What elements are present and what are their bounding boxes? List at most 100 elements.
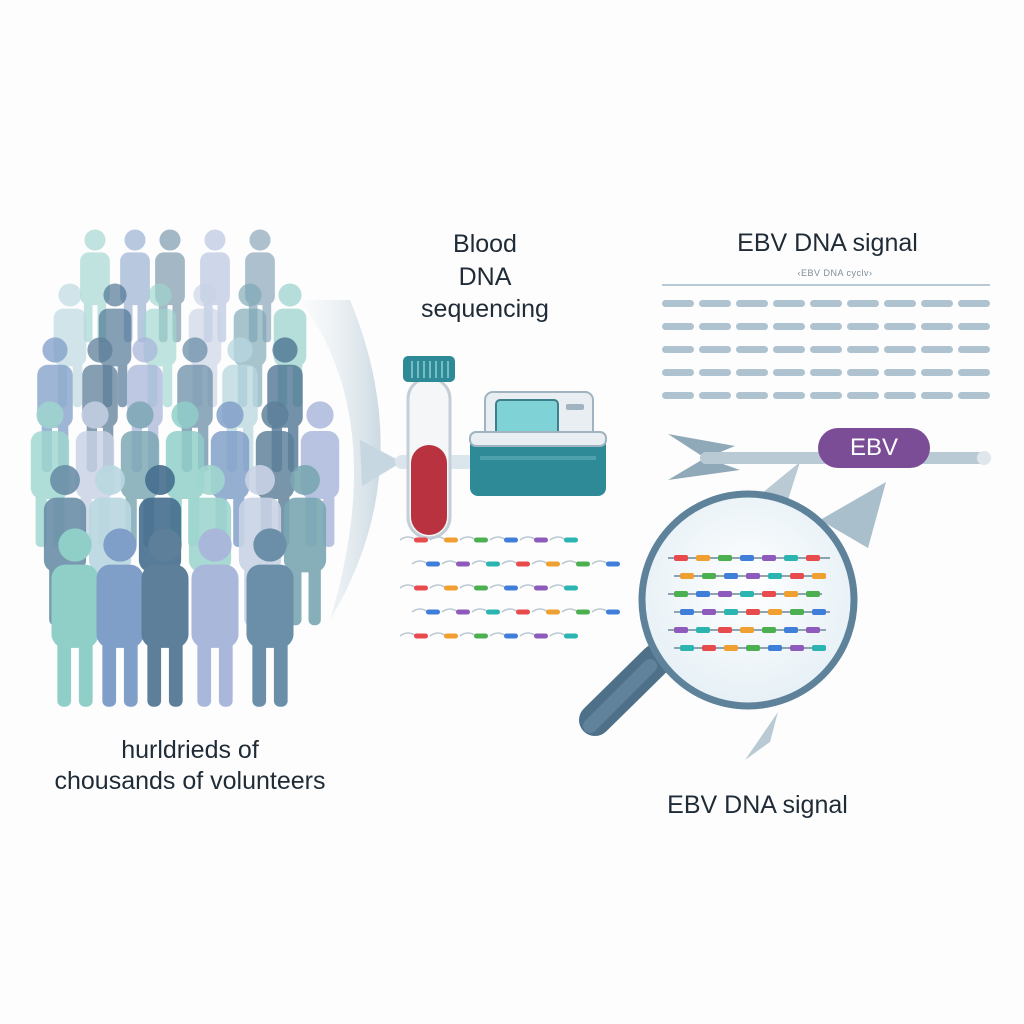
fragment-segment (790, 609, 804, 615)
read-segment (736, 392, 768, 399)
fragment-segment (746, 645, 760, 651)
ebv-bottom-title: EBV DNA signal (667, 791, 848, 819)
fragment-segment (790, 645, 804, 651)
dna-fragment (441, 560, 470, 567)
fragment-segment (680, 645, 694, 651)
ebv-dna-fragments (668, 555, 830, 651)
fragment-segment (784, 591, 798, 597)
dna-fragment (519, 632, 548, 639)
dna-fragment (501, 560, 530, 567)
sequencer-machine-icon (469, 391, 607, 496)
read-segment (921, 300, 953, 307)
dna-fragment (429, 536, 458, 543)
fragment-segment (702, 573, 716, 579)
read-segment (810, 300, 842, 307)
ebv-reads-rows (662, 300, 990, 399)
fragment-segment (746, 573, 760, 579)
read-segment (958, 392, 990, 399)
dna-fragment (471, 608, 500, 615)
read-segment (773, 369, 805, 376)
read-segment (921, 369, 953, 376)
fragment-segment (740, 627, 754, 633)
read-segment (958, 300, 990, 307)
read-segment (884, 392, 916, 399)
flow-arrow-arc (300, 300, 381, 620)
fragment-segment (718, 555, 732, 561)
fragment-segment (806, 627, 820, 633)
sequencing-title-line2: DNA (458, 262, 512, 291)
dna-fragment (591, 560, 620, 567)
dna-fragment (549, 536, 578, 543)
dna-fragment (489, 584, 518, 591)
fragment-segment (740, 591, 754, 597)
fragment-segment (784, 555, 798, 561)
dna-fragment (471, 560, 500, 567)
fragment-segment (806, 555, 820, 561)
fragment-segment (674, 627, 688, 633)
read-segment (847, 346, 879, 353)
dna-fragment (519, 536, 548, 543)
read-segment (958, 369, 990, 376)
fragment-segment (674, 555, 688, 561)
fragment-segment (768, 609, 782, 615)
arrow-up-small (756, 462, 800, 500)
read-segment (810, 369, 842, 376)
volunteer-figure (141, 528, 189, 707)
read-segment (810, 323, 842, 330)
read-segment (884, 346, 916, 353)
read-segment (699, 369, 731, 376)
read-segment (773, 392, 805, 399)
fragment-segment (768, 645, 782, 651)
sequencing-title-line3: sequencing (421, 295, 549, 323)
read-segment (662, 300, 694, 307)
read-segment (810, 346, 842, 353)
magnifier-icon (579, 490, 858, 736)
fragment-segment (718, 591, 732, 597)
dna-fragment (459, 584, 488, 591)
dna-fragment (441, 608, 470, 615)
dna-fragment (561, 560, 590, 567)
read-segment (921, 392, 953, 399)
read-segment (884, 300, 916, 307)
read-segment (699, 323, 731, 330)
fragment-segment (702, 609, 716, 615)
fragment-segment (696, 627, 710, 633)
read-segment (847, 369, 879, 376)
dna-fragment (531, 608, 560, 615)
read-segment (699, 300, 731, 307)
read-segment (662, 392, 694, 399)
read-segment (847, 392, 879, 399)
fragment-segment (702, 645, 716, 651)
fragment-segment (724, 573, 738, 579)
dna-fragment (411, 560, 440, 567)
dna-fragment (429, 632, 458, 639)
dna-fragment (561, 608, 590, 615)
fragment-segment (784, 627, 798, 633)
fragment-segment (680, 609, 694, 615)
read-segment (773, 300, 805, 307)
volunteer-figure (96, 528, 144, 707)
volunteer-figure (191, 528, 239, 707)
fragment-segment (812, 645, 826, 651)
read-segment (884, 323, 916, 330)
sequencing-title-line1: Blood (453, 230, 517, 258)
fragment-segment (746, 609, 760, 615)
flow-arrow-head (360, 440, 402, 486)
fragment-segment (768, 573, 782, 579)
fragment-segment (724, 609, 738, 615)
read-segment (921, 346, 953, 353)
read-segment (736, 323, 768, 330)
fragment-segment (696, 555, 710, 561)
volunteers-caption: hurldrieds of chousands of volunteers (0, 735, 380, 798)
fragment-segment (680, 573, 694, 579)
dna-fragment (531, 560, 560, 567)
fragment-segment (762, 627, 776, 633)
read-segment (847, 323, 879, 330)
read-segment (958, 346, 990, 353)
ebv-top-title: EBV DNA signal (737, 229, 918, 257)
dna-fragment (459, 536, 488, 543)
read-segment (662, 323, 694, 330)
read-segment (699, 346, 731, 353)
ebv-tiny-caption: ‹EBV DNA cyclv› (797, 268, 873, 278)
